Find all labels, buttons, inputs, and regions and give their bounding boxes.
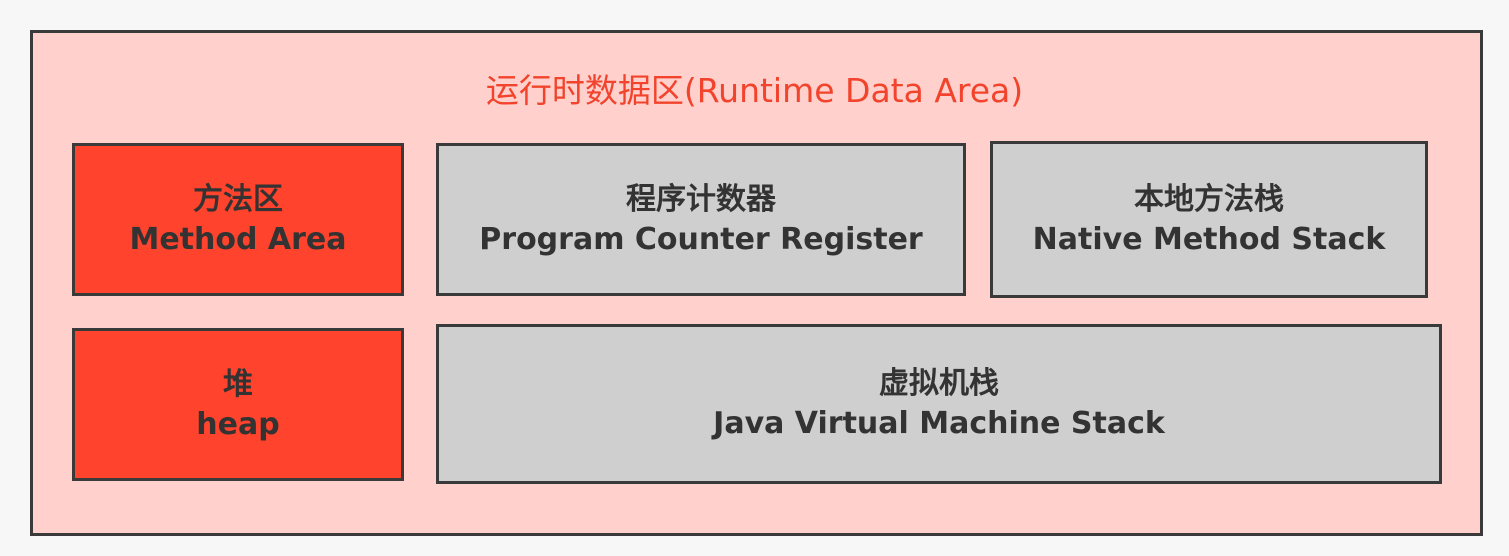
heap-en: heap [196, 406, 280, 442]
jvm-stack-box: 虚拟机栈 Java Virtual Machine Stack [436, 324, 1442, 484]
heap-zh: 堆 [223, 366, 253, 402]
native-stack-zh: 本地方法栈 [1134, 181, 1284, 217]
method-area-zh: 方法区 [193, 181, 283, 217]
native-stack-en: Native Method Stack [1032, 221, 1386, 257]
pc-register-box: 程序计数器 Program Counter Register [436, 143, 966, 296]
diagram-title: 运行时数据区(Runtime Data Area) [485, 71, 1024, 110]
jvm-stack-zh: 虚拟机栈 [879, 366, 999, 401]
method-area-en: Method Area [129, 221, 347, 257]
heap-box: 堆 heap [72, 328, 404, 481]
pc-register-zh: 程序计数器 [626, 181, 776, 217]
pc-register-en: Program Counter Register [479, 221, 923, 257]
native-stack-box: 本地方法栈 Native Method Stack [990, 141, 1428, 298]
method-area-box: 方法区 Method Area [72, 143, 404, 296]
jvm-stack-en: Java Virtual Machine Stack [713, 406, 1165, 441]
